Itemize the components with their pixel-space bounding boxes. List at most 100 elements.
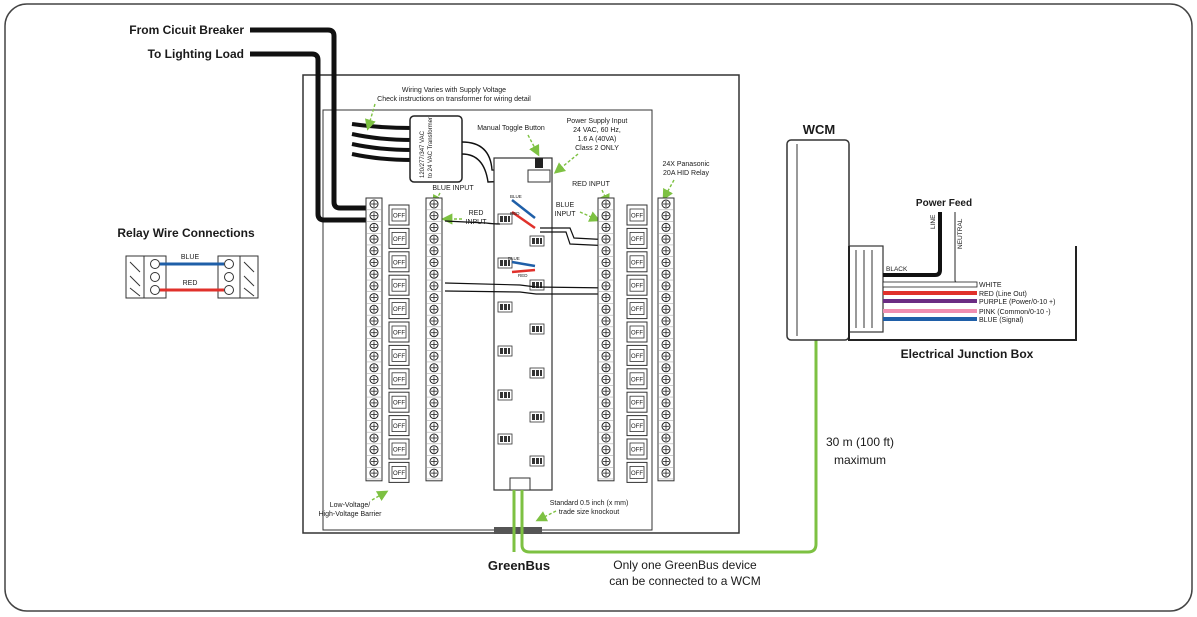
red-input-right-label: RED INPUT [572,181,610,188]
relay-off-label: OFF [631,377,643,383]
relay-module: OFF [388,415,410,437]
relay-module: OFF [388,227,410,249]
relay-module: OFF [626,438,648,460]
blue-input-right-label-1: BLUE [556,202,575,209]
relay-off-label: OFF [393,331,405,337]
relay-inset-left-block [125,255,167,299]
relay-off-label: OFF [631,448,643,454]
distance-label-1: 30 m (100 ft) [826,435,894,449]
terminal-strip [365,197,383,482]
neutral-label: NEUTRAL [957,218,964,249]
transformer-wire-4 [351,152,413,162]
transformer-wire-1 [351,122,413,130]
transformer-label-1: 120/277/347 VAC [420,130,426,178]
relay-module: OFF [388,274,410,296]
relay-module: OFF [388,251,410,273]
purple-wire-label: PURPLE (Power/0-10 +) [979,299,1055,306]
relay-off-label: OFF [631,284,643,290]
enclosure-inner [322,109,653,531]
signal-wire-4 [444,282,613,289]
power-feed-label: Power Feed [916,198,972,209]
relay-off-label: OFF [393,307,405,313]
transformer-label-2: to 24 VAC Transformer [428,117,434,178]
relay-off-label: OFF [393,354,405,360]
blue-input-right-label-2: INPUT [555,211,577,218]
relay-module: OFF [388,321,410,343]
transformer-output-wire-2 [461,153,535,183]
relay-off-label: OFF [393,471,405,477]
relay-off-label: OFF [631,354,643,360]
relay-module: OFF [626,368,648,390]
psu-line-3: 1.6 A (40VA) [578,136,617,143]
terminal-strip [597,197,615,482]
relay-wire-title: Relay Wire Connections [117,226,255,240]
greenbus-wire-to-wcm [520,340,818,554]
wcm-label: WCM [803,122,836,137]
transformer [409,115,463,183]
relay-module: OFF [388,344,410,366]
power-terminal [527,169,551,183]
to-load-label: To Lighting Load [148,47,244,61]
knockout-arrow [535,510,557,522]
relay-off-label: OFF [393,284,405,290]
relay-module: OFF [388,204,410,226]
knockout-label-2: trade size knockout [559,509,619,516]
transformer-wire-3 [351,142,413,152]
relay-module: OFF [388,461,410,483]
relay-module: OFF [626,391,648,413]
board-red-label-2: RED [518,273,528,278]
relay-module: OFF [626,251,648,273]
psu-line-4: Class 2 ONLY [575,145,619,152]
junction-box-label: Electrical Junction Box [901,347,1034,361]
white-wire-label: WHITE [979,282,1002,289]
relay-off-label: OFF [631,401,643,407]
board-red-label-1: RED [510,211,520,216]
wcm-device [786,139,850,341]
relay-off-label: OFF [631,237,643,243]
relay-spec-line-2: 20A HID Relay [663,170,709,177]
board-red-wire-2 [511,268,536,274]
relay-off-label: OFF [631,331,643,337]
greenbus-note-line-1: Only one GreenBus device [613,558,757,572]
greenbus-note-line-2: can be connected to a WCM [609,574,760,588]
blue-input-left-label: BLUE INPUT [432,185,474,192]
junction-box [848,246,1077,341]
relay-module: OFF [626,321,648,343]
signal-wire-1 [444,220,501,225]
relay-off-label: OFF [393,214,405,220]
relay-module: OFF [626,298,648,320]
distance-label-2: maximum [834,453,886,467]
relay-off-label: OFF [631,307,643,313]
relay-off-label: OFF [631,214,643,220]
relay-module: OFF [388,298,410,320]
relay-off-label: OFF [393,237,405,243]
black-wire-label: BLACK [886,266,908,273]
red-input-left-label-1: RED [469,210,484,217]
terminal-strip [425,197,443,482]
board-terminal-blocks [497,213,545,467]
relay-off-label: OFF [393,377,405,383]
wiring-note-line-2: Check instructions on transformer for wi… [377,96,531,103]
manual-toggle-button[interactable] [535,158,543,168]
barrier-label-1: Low-Voltage/ [330,502,371,509]
knockout-label-1: Standard 0.5 inch (x mm) [550,500,629,507]
relay-module: OFF [626,274,648,296]
relay-module: OFF [626,461,648,483]
signal-wire-5 [444,290,612,295]
relay-spec-line-1: 24X Panasonic [662,161,710,168]
signal-wire-3 [540,231,613,247]
relay-spec-arrow [662,179,675,201]
relay-off-label: OFF [631,260,643,266]
terminal-strip [657,197,675,482]
barrier-arrow [371,490,389,502]
blue-wire-label: BLUE (Signal) [979,317,1023,324]
knockout [494,527,542,534]
relay-inset-red-label: RED [183,280,198,287]
relay-inset-blue-label: BLUE [181,254,200,261]
outer-frame [4,3,1193,612]
board-red-wire-1 [511,210,536,230]
red-wire-label: RED (Line Out) [979,291,1027,298]
relay-terminal-columns: OFF OFF OFF OFF OFF OFF OFF OFF OFF OFF OFF OFF OFF O… [365,197,675,483]
breaker-wire [250,27,372,211]
